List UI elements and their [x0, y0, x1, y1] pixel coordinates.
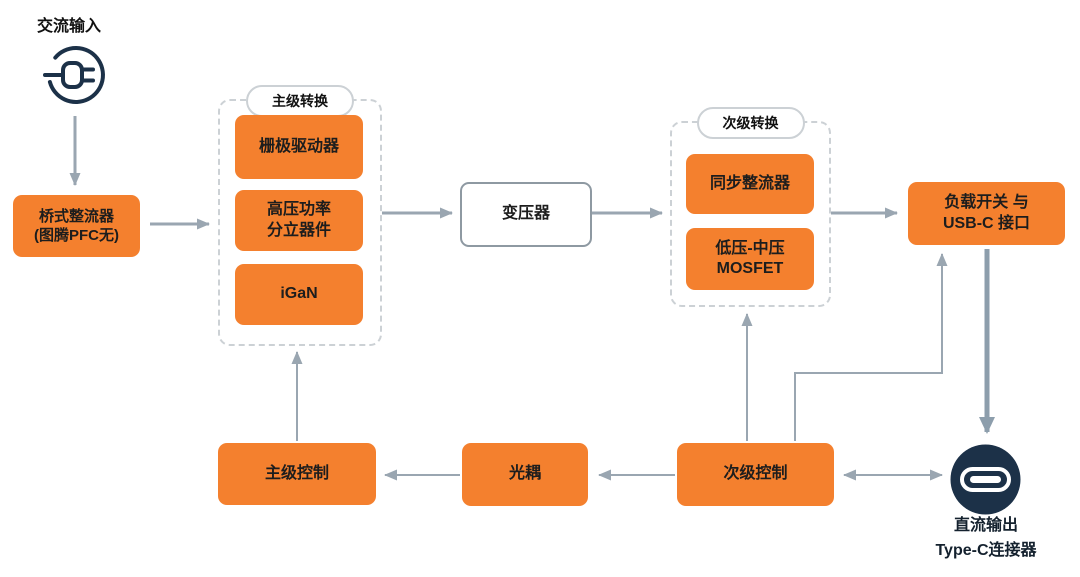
- primary-control-block: 主级控制: [218, 443, 376, 505]
- ac-input-label: 交流输入: [37, 18, 102, 35]
- load-switch-line2: USB-C 接口: [942, 214, 1031, 232]
- hv-power-discretes-line1: 高压功率: [266, 201, 331, 219]
- primary-conversion-group-label: 主级转换: [246, 85, 354, 117]
- load-switch-line1: 负载开关 与: [944, 194, 1029, 212]
- sync-rectifier-block: 同步整流器: [686, 154, 814, 214]
- lv-mv-mosfet-line1: 低压-中压: [715, 239, 785, 257]
- optocoupler-block: 光耦: [462, 443, 588, 506]
- primary-control-label: 主级控制: [264, 464, 329, 482]
- hv-power-discretes-block: 高压功率 分立器件: [235, 190, 363, 251]
- optocoupler-label: 光耦: [508, 465, 541, 483]
- secondary-conversion-group-label: 次级转换: [696, 107, 805, 139]
- gate-driver-label: 栅极驱动器: [258, 137, 339, 155]
- igan-block: iGaN: [235, 264, 363, 325]
- bridge-rectifier-line1: 桥式整流器: [38, 207, 114, 225]
- lv-mv-mosfet-block: 低压-中压 MOSFET: [686, 228, 814, 290]
- dc-output-caption: 直流输出 Type-C连接器: [900, 514, 1072, 564]
- secondary-conversion-group: 次级转换 同步整流器 低压-中压 MOSFET: [670, 107, 831, 307]
- gate-driver-block: 栅极驱动器: [235, 115, 363, 179]
- igan-label: iGaN: [280, 285, 318, 303]
- bridge-rectifier-block: 桥式整流器 (图腾PFC无): [13, 195, 140, 257]
- load-switch-usbc-block: 负载开关 与 USB-C 接口: [908, 182, 1065, 245]
- dc-output-line2: Type-C连接器: [935, 541, 1037, 559]
- dc-output-line1: 直流输出: [953, 517, 1018, 534]
- sync-rectifier-label: 同步整流器: [709, 174, 790, 192]
- lv-mv-mosfet-line2: MOSFET: [716, 260, 784, 277]
- secondary-control-block: 次级控制: [677, 443, 834, 506]
- transformer-block: 变压器: [460, 182, 592, 247]
- transformer-label: 变压器: [501, 205, 550, 223]
- primary-conversion-group: 主级转换 栅极驱动器 高压功率 分立器件 iGaN: [218, 85, 382, 346]
- ac-plug-icon: [40, 39, 112, 116]
- usb-c-connector-icon: [949, 443, 1022, 521]
- hv-power-discretes-line2: 分立器件: [266, 221, 331, 239]
- secondary-control-label: 次级控制: [723, 465, 788, 483]
- bridge-rectifier-line2: (图腾PFC无): [34, 227, 119, 244]
